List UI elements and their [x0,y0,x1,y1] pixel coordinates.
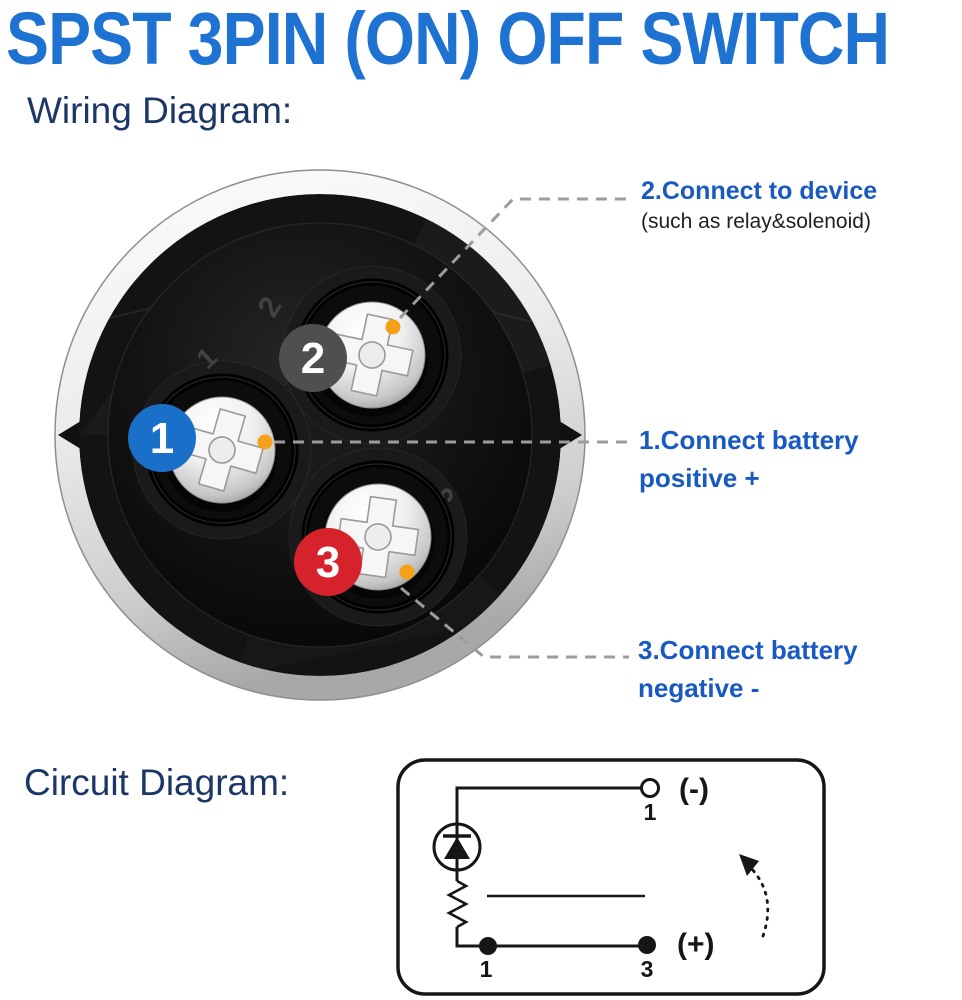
terminal-dot-1 [479,937,497,955]
terminal-dot-3 [638,936,656,954]
callout-connect-device: 2.Connect to device (such as relay&solen… [641,176,877,234]
badge-1: 1 [128,404,196,472]
rotation-arrow [739,854,770,938]
badge-2-number: 2 [301,334,325,383]
resistor-symbol [446,879,469,929]
badge-3-number: 3 [316,538,340,587]
badge-2: 2 [279,324,347,392]
circuit-diagram-heading: Circuit Diagram: [24,762,290,803]
circuit-box [396,758,826,996]
diode-symbol [432,822,482,872]
wire-top [455,786,642,824]
callout-connect-device-title: 2.Connect to device [641,177,878,205]
terminal-open-circle [640,778,660,798]
callout-battery-positive-line2: positive + [639,463,760,493]
terminal-1-dot [257,434,273,450]
callout-battery-negative-line2: negative - [638,673,760,703]
callout-battery-positive-line1: 1.Connect battery [639,425,859,455]
page-title: SPST 3PIN (ON) OFF SWITCH [6,0,890,80]
badge-1-number: 1 [150,414,174,463]
terminal-3-dot [399,564,415,580]
wiring-diagram-heading: Wiring Diagram: [27,90,293,131]
switch-rear-photo: 1 2 3 1 2 3 [54,169,633,701]
circuit-bottom-right-terminal-number: 3 [641,956,654,982]
callout-battery-positive: 1.Connect battery positive + [639,421,859,497]
circuit-diagram: 1 (-) 1 3 (+) [396,758,826,996]
circuit-top-terminal-number: 1 [644,799,657,825]
callout-battery-negative: 3.Connect battery negative - [638,631,858,707]
terminal-2-dot [385,319,401,335]
circuit-negative-sign: (-) [679,773,709,806]
circuit-bottom-left-terminal-number: 1 [480,956,493,982]
circuit-positive-sign: (+) [677,928,715,961]
callout-connect-device-subtitle: (such as relay&solenoid) [641,210,871,233]
wire-bottom [455,927,480,948]
callout-battery-negative-line1: 3.Connect battery [638,635,858,665]
badge-3: 3 [294,528,362,596]
